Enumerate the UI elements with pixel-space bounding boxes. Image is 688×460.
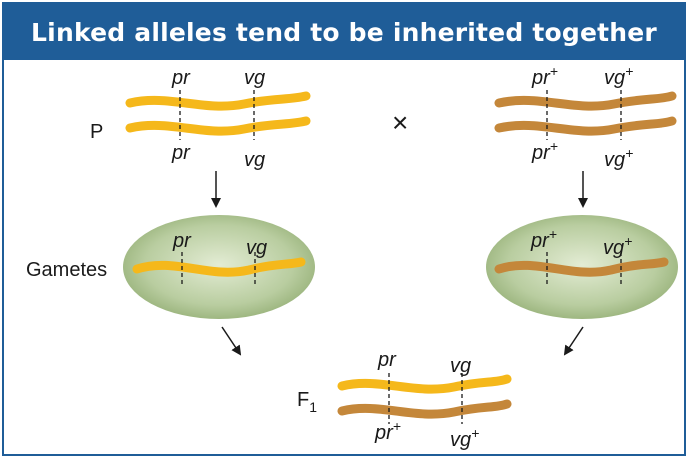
gamete-left: pr vg xyxy=(123,215,315,319)
parental-right-chromosomes: pr+ vg+ pr+ vg+ xyxy=(499,63,672,171)
allele-pr-label: pr xyxy=(171,67,191,89)
f1-chromosome-upper xyxy=(342,379,507,389)
allele-vg-label: vg xyxy=(244,67,265,89)
linkage-diagram: P pr vg pr vg × pr+ vg+ pr+ vg+ Ga xyxy=(4,4,688,458)
parental-label: P xyxy=(90,121,103,143)
f1-chromosomes: pr vg pr+ vg+ xyxy=(342,349,507,451)
allele-pr-label: pr xyxy=(377,349,397,371)
allele-pr-label: pr xyxy=(171,142,191,164)
f1-label: F1 xyxy=(297,389,317,415)
allele-vg-label: vg xyxy=(244,149,265,171)
chromosome-right-upper xyxy=(499,96,672,106)
chromosome-left-upper xyxy=(130,96,306,106)
allele-vg-plus-label: vg+ xyxy=(604,63,633,89)
gamete-right: pr+ vg+ xyxy=(486,215,678,319)
chromosome-left-lower xyxy=(130,121,306,131)
allele-vg-plus-label: vg+ xyxy=(450,425,479,451)
allele-vg-label: vg xyxy=(246,237,267,259)
allele-pr-plus-label: pr+ xyxy=(531,63,558,89)
allele-pr-label: pr xyxy=(172,230,192,252)
allele-pr-plus-label: pr+ xyxy=(374,418,401,444)
arrow-right-to-f1 xyxy=(565,327,583,354)
arrow-left-to-f1 xyxy=(222,327,240,354)
gametes-label: Gametes xyxy=(26,259,107,281)
cross-symbol: × xyxy=(392,107,408,138)
allele-vg-label: vg xyxy=(450,355,471,377)
allele-pr-plus-label: pr+ xyxy=(531,138,558,164)
chromosome-right-lower xyxy=(499,121,672,131)
allele-vg-plus-label: vg+ xyxy=(604,145,633,171)
parental-left-chromosomes: pr vg pr vg xyxy=(130,67,306,171)
f1-chromosome-lower xyxy=(342,404,507,414)
